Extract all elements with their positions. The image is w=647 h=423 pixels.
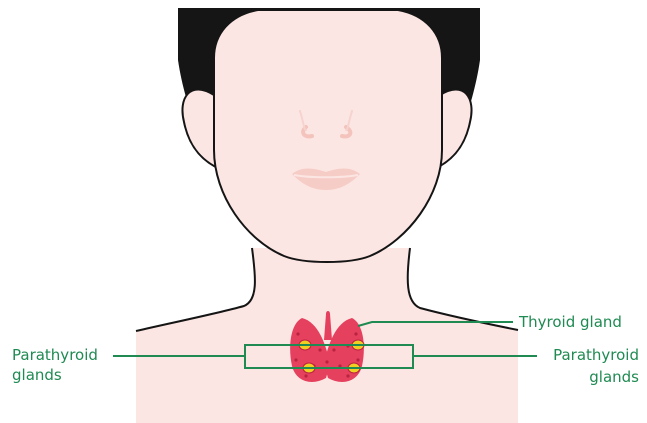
parathyroid-left-label-line1: Parathyroid: [12, 346, 98, 365]
face: [214, 10, 442, 262]
thyroid-gland-label: Thyroid gland: [519, 313, 622, 332]
parathyroid-left-label-line2: glands: [12, 366, 62, 385]
parathyroid-right-label-line2: glands: [589, 368, 639, 387]
parathyroid-right-label-line1: Parathyroid: [553, 346, 639, 365]
